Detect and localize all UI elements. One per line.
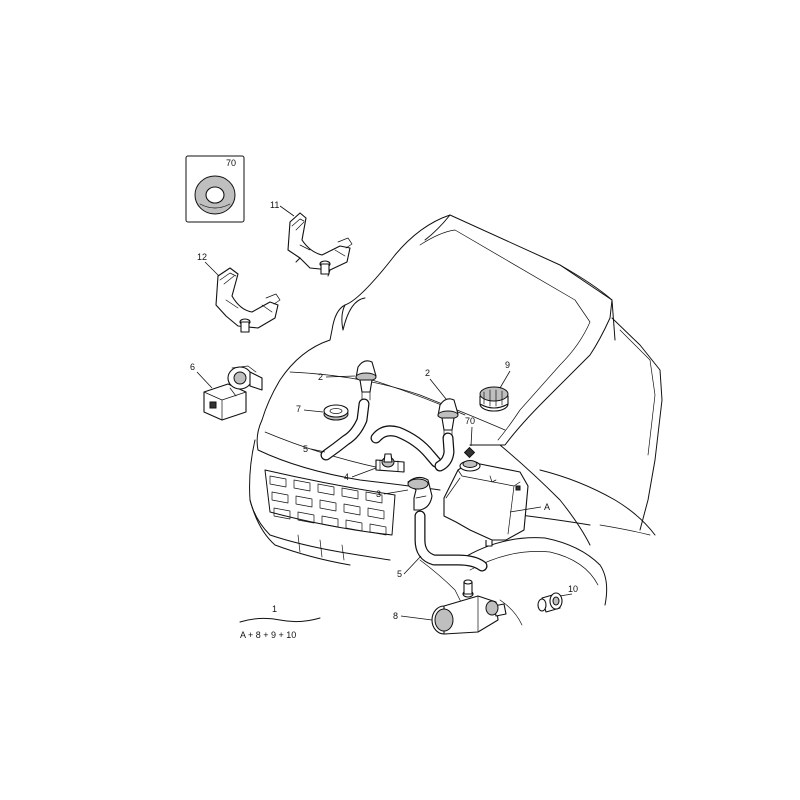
bracket-12	[215, 267, 281, 333]
grille-slot	[365, 491, 383, 504]
callout-8: 8	[393, 611, 398, 621]
grille-slot	[369, 523, 387, 536]
seal-70	[463, 446, 476, 459]
grille-slot	[345, 519, 363, 532]
grille-slot	[367, 507, 385, 520]
grommet-10	[537, 592, 563, 613]
callout-3: 3	[376, 489, 381, 499]
grille-slot	[297, 511, 315, 524]
callout-6: 6	[190, 362, 195, 372]
t-connector-4	[375, 453, 405, 473]
kit-number: 1	[272, 604, 277, 614]
callout-7: 7	[296, 404, 301, 414]
grille-slot	[341, 487, 359, 500]
grille-slot	[269, 475, 287, 488]
callout-11: 11	[270, 200, 279, 210]
grille-slot	[343, 503, 361, 516]
callout-5-lower: 5	[397, 569, 402, 579]
callout-70: 70	[465, 416, 475, 426]
kit-legend: 1 A + 8 + 9 + 10	[239, 604, 321, 640]
elbow-connector-3	[407, 476, 433, 511]
grille-slot	[321, 515, 339, 528]
kit-composition: A + 8 + 9 + 10	[240, 630, 296, 640]
callout-2-right: 2	[425, 368, 430, 378]
bracket-11	[287, 212, 353, 277]
hose-5-upper	[320, 398, 455, 472]
washer-reservoir-a	[443, 460, 529, 547]
grommet-7	[323, 404, 349, 421]
grille-slot	[271, 491, 289, 504]
reservoir-cap-9	[479, 386, 509, 412]
grille-slot	[319, 499, 337, 512]
grille-slot	[293, 479, 311, 492]
grille-slot	[295, 495, 313, 508]
callout-70-inset: 70	[226, 158, 236, 168]
washer-nozzle-2-left	[355, 360, 377, 401]
inset-detail-box: 70	[185, 155, 245, 223]
callout-9: 9	[505, 360, 510, 370]
callout-10: 10	[568, 584, 578, 594]
front-grille	[269, 475, 387, 561]
grille-slot	[273, 507, 291, 520]
callout-12: 12	[197, 252, 207, 262]
callout-2-left: 2	[318, 372, 323, 382]
connector-6	[203, 365, 263, 421]
hose-5-lower	[414, 510, 488, 572]
callout-4: 4	[344, 472, 349, 482]
washer-nozzle-2-right	[437, 398, 459, 439]
callout-a: A	[544, 502, 550, 512]
callout-5-upper: 5	[303, 444, 308, 454]
grille-slot	[317, 483, 335, 496]
grommet-70-detail	[194, 175, 236, 215]
washer-pump-8	[431, 579, 507, 635]
